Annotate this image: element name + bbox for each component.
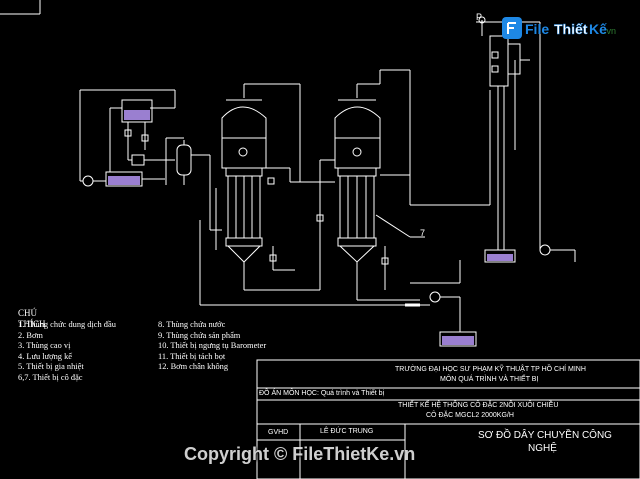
drawing-title-line-2: NGHỆ xyxy=(528,443,557,454)
separator xyxy=(507,43,521,75)
gauge-icon xyxy=(478,16,486,24)
legend-item: 3. Thùng cao vị xyxy=(18,341,71,351)
logo-graphic: File Thiết Kế .vn xyxy=(502,17,616,39)
watermark-logo: File Thiết Kế .vn xyxy=(500,14,620,44)
legend-right-column: 8. Thùng chứa nước 9. Thùng chứa sản phẩ… xyxy=(158,320,266,373)
legend-title: CHÚ THÍCH xyxy=(18,308,46,329)
evaporator-2-chamber xyxy=(334,106,381,169)
callout-leader xyxy=(375,214,411,238)
school-name: TRƯỜNG ĐẠI HỌC SƯ PHẠM KỸ THUẬT TP HỒ CH… xyxy=(395,366,586,373)
sight-glass-icon xyxy=(238,147,248,157)
evaporator-1-chamber xyxy=(221,106,267,169)
flange xyxy=(225,167,263,177)
design-line-1: THIẾT KẾ HỆ THỐNG CÔ ĐẶC 2NỒI XUÔI CHIỀU xyxy=(398,402,559,409)
vacuum-pump-icon xyxy=(539,244,551,256)
copyright-watermark: Copyright © FileThietKe.vn xyxy=(184,444,416,464)
valve-icon xyxy=(267,177,275,185)
pump-icon xyxy=(429,291,441,303)
legend-item: 8. Thùng chứa nước xyxy=(158,320,226,329)
legend-item: 1. Thùng chức dung dịch đầu xyxy=(18,320,116,329)
title-block xyxy=(256,359,640,479)
valve-icon xyxy=(491,51,499,59)
drawing-title-line-1: SƠ ĐỒ DÂY CHUYỀN CÔNG xyxy=(478,430,612,441)
product-tank xyxy=(439,331,477,347)
valve-icon xyxy=(316,214,324,222)
valve-icon xyxy=(124,129,132,137)
heater xyxy=(176,144,192,176)
flange xyxy=(337,237,377,247)
legend-item: 9. Thùng chứa sản phẩm xyxy=(158,330,241,340)
logo-vn: .vn xyxy=(604,26,616,36)
legend-item: 4. Lưu lượng kế xyxy=(18,351,72,361)
valve-icon xyxy=(141,134,149,142)
legend-item: 6,7. Thiết bị cô đặc xyxy=(18,372,83,382)
logo-f-icon xyxy=(507,22,516,34)
evaporator-1-cone xyxy=(227,245,261,263)
project-name: ĐỒ ÁN MÔN HỌC: Quá trình và Thiết bị xyxy=(259,390,385,397)
legend-item: 11. Thiết bị tách bọt xyxy=(158,351,226,361)
logo-ke: Kế xyxy=(589,21,607,37)
logo-thiet: Thiết xyxy=(554,21,588,37)
water-tank-liquid xyxy=(487,254,513,261)
head-tank xyxy=(121,99,153,123)
callout-7: 7 xyxy=(420,228,426,238)
flange xyxy=(337,167,377,177)
design-line-2: CÔ ĐẶC MGCL2 2000KG/H xyxy=(426,412,514,419)
feed-tank-liquid xyxy=(108,176,140,185)
gvhd-label: GVHD xyxy=(268,429,289,436)
product-tank-liquid xyxy=(442,336,474,345)
legend-item: 5. Thiết bị gia nhiệt xyxy=(18,362,84,372)
logo-file: File xyxy=(525,21,549,37)
gvhd-name: LÊ ĐỨC TRUNG xyxy=(320,428,374,435)
head-tank-liquid xyxy=(124,110,150,120)
legend-item: 12. Bơm chân không xyxy=(158,362,229,372)
sight-glass-icon xyxy=(352,147,362,157)
flange xyxy=(225,237,263,247)
legend-item: 10. Thiết bị ngưng tụ Barometer xyxy=(158,341,267,351)
valve-icon xyxy=(491,65,499,73)
pump-icon xyxy=(82,175,94,187)
department-name: MÔN QUÁ TRÌNH VÀ THIẾT BỊ xyxy=(440,376,539,383)
legend-item: 2. Bơm xyxy=(18,330,43,340)
flowmeter xyxy=(131,154,145,166)
pressure-label: P xyxy=(476,12,483,22)
evaporator-2-cone xyxy=(339,245,375,263)
water-tank xyxy=(484,249,516,263)
legend-left-column: 1. Thùng chức dung dịch đầu 2. Bơm 3. Th… xyxy=(18,320,116,384)
